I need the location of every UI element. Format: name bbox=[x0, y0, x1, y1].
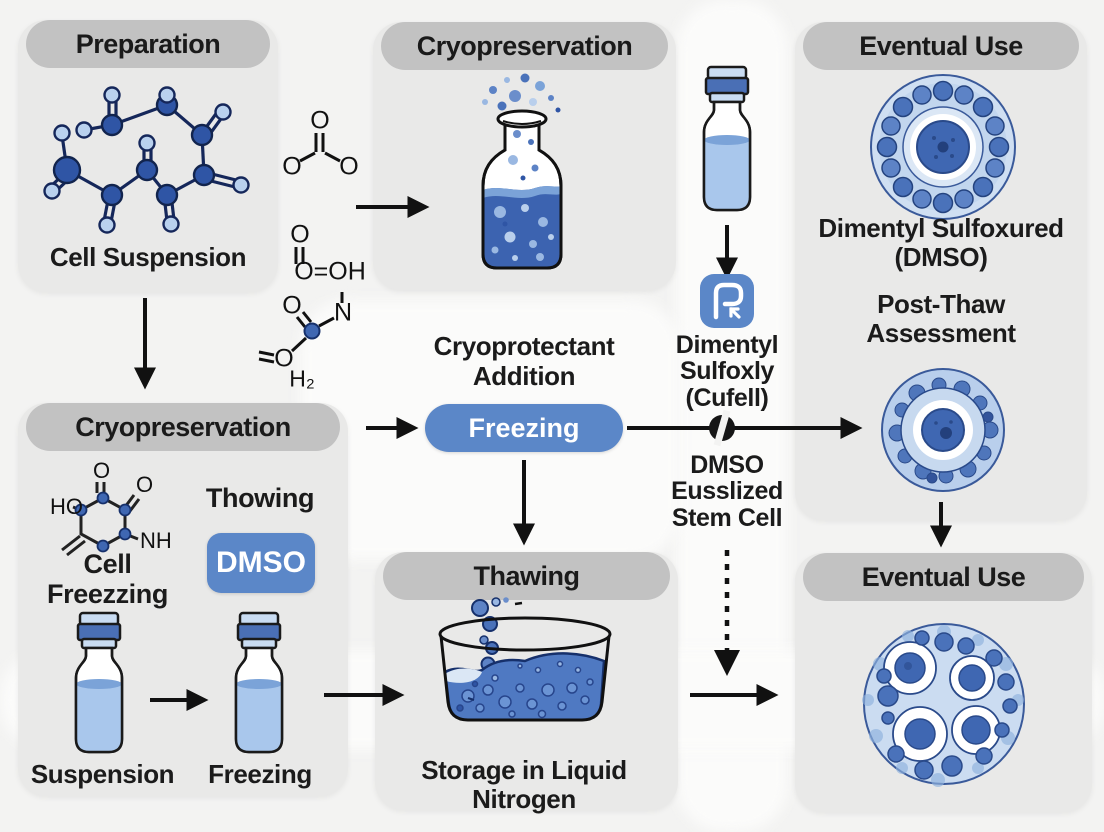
amide-h2: H₂ bbox=[289, 365, 315, 392]
cell-suspension-label: Cell Suspension bbox=[49, 242, 247, 272]
preparation-title: Preparation bbox=[75, 28, 221, 59]
amide-carbon-atom bbox=[303, 322, 321, 340]
dmso-app-icon bbox=[700, 274, 754, 328]
carbonate-o-left: O bbox=[282, 152, 302, 181]
carbonate-o-right: O bbox=[339, 152, 359, 181]
dimentyl-sulfoxly-label: Dimentyl Sulfoxly (Cufell) bbox=[675, 331, 779, 412]
cryopreservation-top-title: Cryopreservation bbox=[416, 30, 633, 61]
dmso-vial-illustration bbox=[702, 65, 752, 212]
cryoprotectant-addition-label: Cryoprotectant Addition bbox=[433, 331, 615, 391]
peroxy-o-top: O bbox=[290, 220, 310, 249]
chem-nh-label: NH bbox=[140, 528, 172, 553]
eventual-use-bottom-header: Eventual Use bbox=[803, 553, 1084, 601]
cryopreservation-top-header: Cryopreservation bbox=[381, 22, 668, 70]
thawing-title: Thawing bbox=[473, 560, 581, 591]
eventual-use-bottom-title: Eventual Use bbox=[861, 561, 1026, 592]
eventual-use-top-title: Eventual Use bbox=[859, 30, 1023, 61]
preparation-panel: Preparation bbox=[18, 20, 278, 292]
dmso-button-label: DMSO bbox=[216, 546, 306, 579]
carbonate-o-top: O bbox=[310, 106, 330, 135]
thawing-header: Thawing bbox=[383, 552, 670, 600]
carbonate-structure-bonds bbox=[299, 133, 341, 163]
post-thaw-label: Post-Thaw Assessment bbox=[866, 289, 1016, 348]
amide-o-top: O bbox=[282, 291, 302, 320]
suspension-label: Suspension bbox=[30, 759, 175, 789]
chem-ho-label: HO bbox=[50, 494, 83, 519]
freezing-button: Freezing bbox=[425, 404, 623, 452]
freezing-vial-label: Freezing bbox=[208, 759, 312, 789]
amide-n: N bbox=[333, 298, 353, 327]
freezing-vial-illustration bbox=[234, 611, 284, 754]
chem-o-label-1: O bbox=[93, 460, 110, 483]
dmso-stem-cell-label: DMSO Eusslized Stem Cell bbox=[671, 451, 783, 532]
eventual-use-top-header: Eventual Use bbox=[803, 22, 1079, 70]
bubbling-flask-illustration bbox=[481, 73, 563, 270]
cell-cluster-illustration bbox=[862, 623, 1025, 787]
thowing-label: Thowing bbox=[205, 483, 315, 513]
suspension-vial-illustration bbox=[74, 611, 124, 754]
embryo-cell-illustration bbox=[870, 74, 1016, 220]
amide-structure-bonds bbox=[258, 292, 344, 364]
freezing-button-label: Freezing bbox=[468, 412, 580, 443]
amide-o-bottom: O bbox=[274, 344, 294, 373]
post-thaw-cell-illustration bbox=[881, 368, 1005, 492]
dmso-caption-label: Dimentyl Sulfoxured (DMSO) bbox=[818, 213, 1064, 272]
cryopreservation-left-title: Cryopreservation bbox=[75, 411, 291, 442]
preparation-header: Preparation bbox=[26, 20, 270, 68]
split-circle-icon bbox=[709, 409, 735, 447]
chem-o-label-2: O bbox=[136, 472, 153, 497]
peroxy-structure-bonds bbox=[294, 247, 305, 264]
cell-suspension-molecule-illustration bbox=[43, 86, 250, 234]
pyrimidine-structure-illustration: HO O O NH bbox=[50, 460, 172, 557]
cell-freezing-label: Cell Freezzing bbox=[47, 549, 168, 609]
peroxy-o-oh: O=OH bbox=[294, 257, 366, 286]
cryopreservation-left-header: Cryopreservation bbox=[26, 403, 340, 451]
storage-liquid-nitrogen-label: Storage in Liquid Nitrogen bbox=[421, 755, 627, 815]
dmso-button: DMSO bbox=[207, 533, 315, 593]
liquid-nitrogen-beaker-illustration bbox=[438, 597, 612, 722]
arrow-dashed-down bbox=[714, 550, 740, 676]
cryopreservation-left-panel: Cryopreservation bbox=[18, 403, 348, 796]
